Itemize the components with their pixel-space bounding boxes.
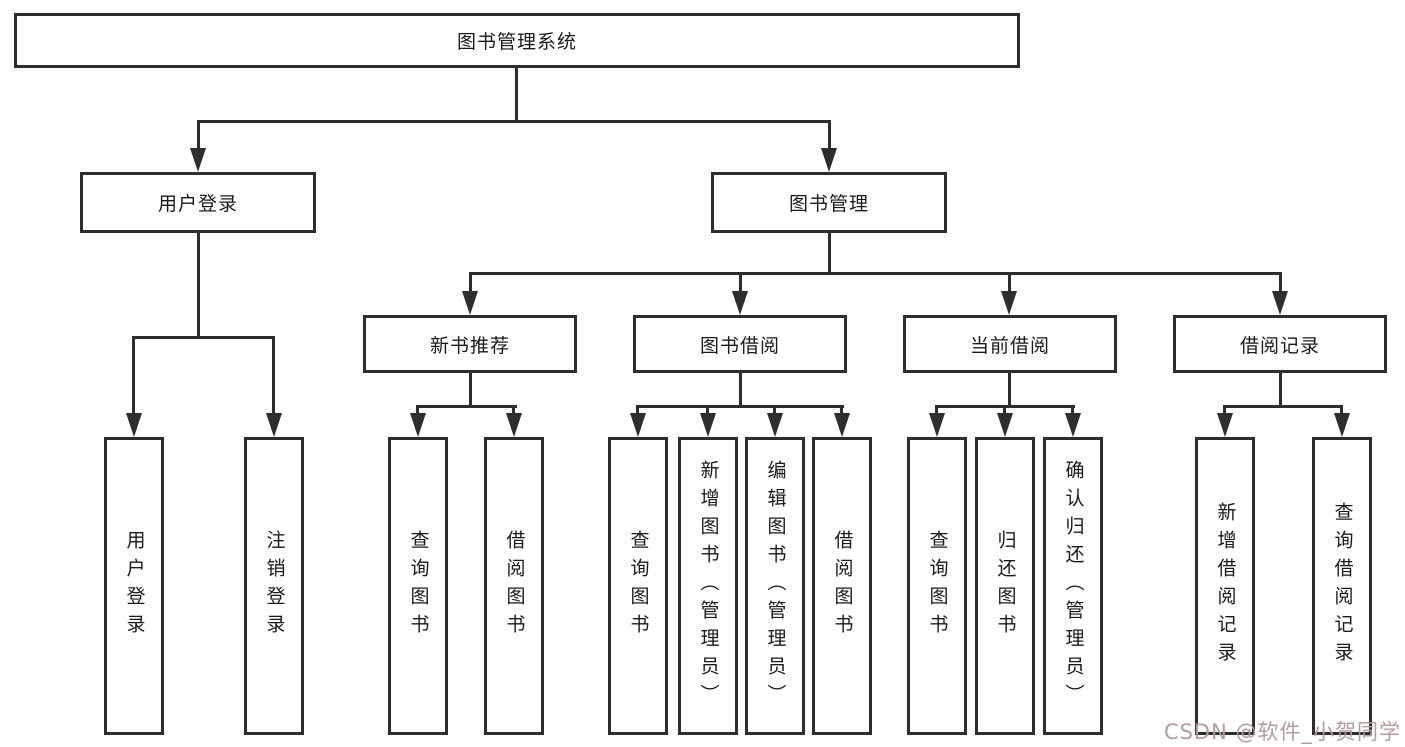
node-library-system: 图书管理系统 <box>14 13 1020 68</box>
node-user-login-label: 用户登录 <box>157 193 238 215</box>
node-query-borrow-record: 查询借阅记录 <box>1312 437 1372 735</box>
arrow-down-icon <box>834 413 850 437</box>
arrow-down-icon <box>929 413 945 437</box>
connector-line <box>272 336 275 419</box>
node-book-management: 图书管理 <box>711 172 947 233</box>
node-new-book-recommendation: 新书推荐 <box>363 315 577 373</box>
node-book-management-label: 图书管理 <box>788 193 869 215</box>
arrow-down-icon <box>462 291 478 315</box>
connector-line <box>828 233 831 274</box>
node-return-books: 归还图书 <box>975 437 1035 735</box>
connector-line <box>197 233 200 338</box>
arrow-down-icon <box>1001 291 1017 315</box>
connector-line <box>512 405 515 419</box>
connector-line <box>1008 373 1011 407</box>
watermark-text: CSDN @软件_小贺同学 <box>1163 720 1401 744</box>
connector-line <box>132 336 135 419</box>
node-logout-label: 注销登录 <box>263 530 286 642</box>
node-query-books-recommend-label: 查询图书 <box>407 530 430 642</box>
node-book-borrowing-label: 图书借阅 <box>699 334 780 357</box>
connector-line <box>469 373 472 407</box>
connector-line <box>1279 373 1282 407</box>
connector-line <box>1223 405 1343 408</box>
connector-line <box>739 373 742 407</box>
node-borrow-books-label: 借阅图书 <box>831 530 854 642</box>
arrow-down-icon <box>1334 413 1350 437</box>
node-user-login: 用户登录 <box>80 172 316 233</box>
node-add-book-admin: 新增图书（管理员） <box>678 437 738 735</box>
connector-line <box>1223 405 1226 419</box>
node-add-borrow-record: 新增借阅记录 <box>1195 437 1255 735</box>
node-edit-book-admin: 编辑图书（管理员） <box>745 437 805 735</box>
node-new-book-recommendation-label: 新书推荐 <box>429 334 510 357</box>
node-library-system-label: 图书管理系统 <box>456 31 577 53</box>
connector-line <box>416 405 419 419</box>
connector-line <box>1071 405 1074 419</box>
connector-line <box>1008 272 1011 297</box>
arrow-down-icon <box>630 413 646 437</box>
arrow-down-icon <box>126 413 142 437</box>
connector-line <box>1003 405 1006 419</box>
node-borrow-books-recommend-label: 借阅图书 <box>503 530 526 642</box>
connector-line <box>197 120 831 123</box>
arrow-down-icon <box>266 413 282 437</box>
node-confirm-return-admin-label: 确认归还（管理员） <box>1062 460 1085 712</box>
node-logout: 注销登录 <box>244 437 304 735</box>
connector-line <box>515 68 518 122</box>
node-query-books-borrowing-label: 查询图书 <box>627 530 650 642</box>
node-borrowing-records-label: 借阅记录 <box>1239 334 1320 357</box>
node-return-books-label: 归还图书 <box>994 530 1017 642</box>
connector-line <box>935 405 938 419</box>
arrow-down-icon <box>732 291 748 315</box>
connector-line <box>469 272 1282 275</box>
arrow-down-icon <box>1272 291 1288 315</box>
arrow-down-icon <box>997 413 1013 437</box>
connector-line <box>828 120 831 154</box>
node-borrow-books: 借阅图书 <box>812 437 872 735</box>
arrow-down-icon <box>821 148 837 172</box>
connector-line <box>1340 405 1343 419</box>
connector-line <box>197 120 200 154</box>
node-borrowing-records: 借阅记录 <box>1173 315 1387 373</box>
arrow-down-icon <box>410 413 426 437</box>
arrow-down-icon <box>767 413 783 437</box>
node-query-books-recommend: 查询图书 <box>388 437 448 735</box>
node-query-books-borrowing: 查询图书 <box>608 437 668 735</box>
arrow-down-icon <box>1217 413 1233 437</box>
node-user-login-action: 用户登录 <box>104 437 164 735</box>
connector-line <box>706 405 709 419</box>
arrow-down-icon <box>190 148 206 172</box>
arrow-down-icon <box>1065 413 1081 437</box>
connector-line <box>416 405 517 408</box>
arrow-down-icon <box>700 413 716 437</box>
node-confirm-return-admin: 确认归还（管理员） <box>1043 437 1103 735</box>
node-add-book-admin-label: 新增图书（管理员） <box>697 460 720 712</box>
node-user-login-action-label: 用户登录 <box>123 530 146 642</box>
connector-line <box>469 272 472 297</box>
node-edit-book-admin-label: 编辑图书（管理员） <box>764 460 787 712</box>
node-add-borrow-record-label: 新增借阅记录 <box>1214 502 1237 670</box>
arrow-down-icon <box>506 413 522 437</box>
connector-line <box>1279 272 1282 297</box>
node-query-books-current: 查询图书 <box>907 437 967 735</box>
node-current-borrowing-label: 当前借阅 <box>969 334 1050 357</box>
connector-line <box>636 405 844 408</box>
node-query-borrow-record-label: 查询借阅记录 <box>1331 502 1354 670</box>
connector-line <box>840 405 843 419</box>
node-current-borrowing: 当前借阅 <box>903 315 1117 373</box>
node-query-books-current-label: 查询图书 <box>926 530 949 642</box>
connector-line <box>773 405 776 419</box>
connector-line <box>636 405 639 419</box>
node-borrow-books-recommend: 借阅图书 <box>484 437 544 735</box>
node-book-borrowing: 图书借阅 <box>633 315 847 373</box>
connector-line <box>739 272 742 297</box>
connector-line <box>132 336 275 339</box>
